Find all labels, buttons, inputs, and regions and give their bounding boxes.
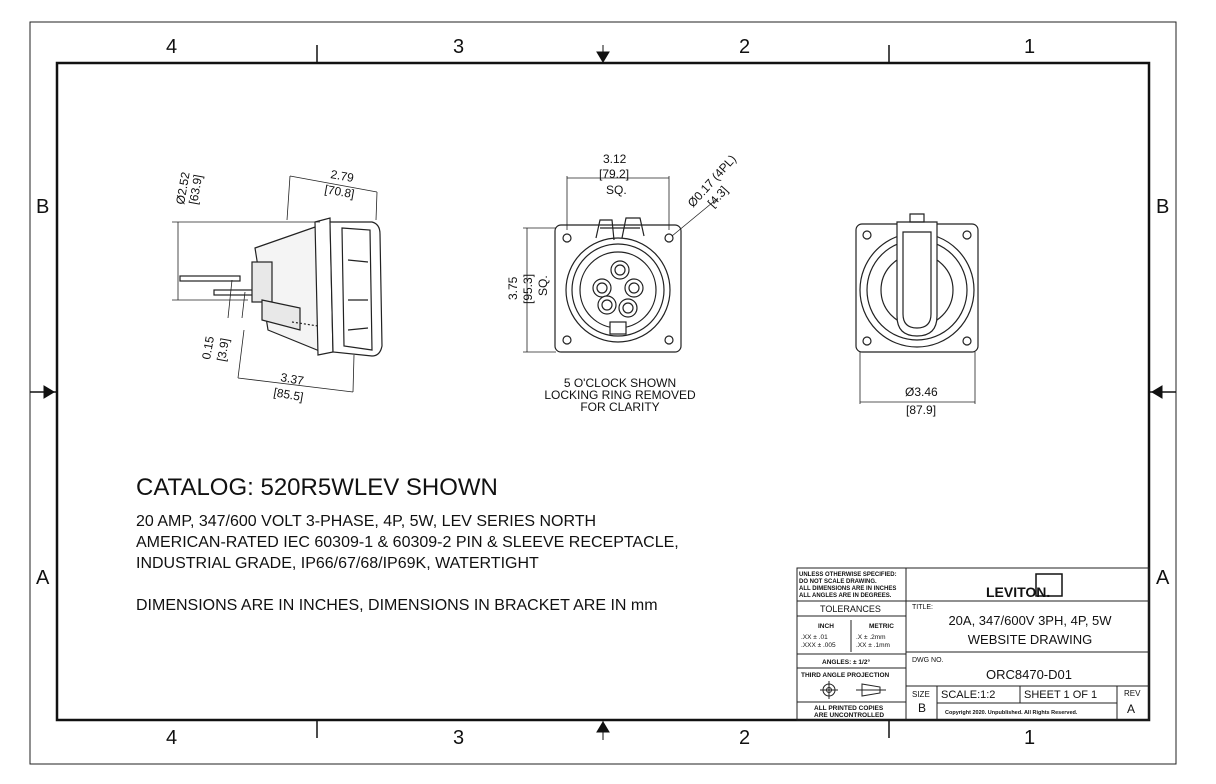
tolerances-heading: TOLERANCES: [820, 604, 881, 614]
zone-col-1-top: 1: [1024, 36, 1035, 58]
zone-row-b-right: B: [1156, 196, 1169, 218]
front-height-label: 3.75: [506, 276, 520, 300]
side-depth-label: 2.79: [329, 167, 355, 185]
pin-sleeves: [592, 260, 644, 318]
metric-heading: METRIC: [869, 623, 894, 630]
zone-col-2-bottom: 2: [739, 727, 750, 749]
drawing-title-line2: WEBSITE DRAWING: [968, 632, 1092, 647]
zone-row-a-left: A: [36, 567, 50, 589]
zone-col-4-top: 4: [166, 36, 177, 58]
description-line2: AMERICAN-RATED IEC 60309-1 & 60309-2 PIN…: [136, 534, 679, 551]
size-label: SIZE: [912, 690, 930, 699]
rear-dia-label: Ø3.46: [905, 385, 938, 399]
zone-col-1-bottom: 1: [1024, 727, 1035, 749]
leviton-logo-box: [1035, 573, 1063, 597]
front-view: [523, 176, 719, 353]
zone-col-2-top: 2: [739, 36, 750, 58]
spec-line4: ALL ANGLES ARE IN DEGREES.: [799, 593, 892, 599]
side-depth-mm-label: [70.8]: [323, 182, 355, 201]
units-note: DIMENSIONS ARE IN INCHES, DIMENSIONS IN …: [136, 597, 658, 614]
zone-row-a-right: A: [1156, 567, 1170, 589]
drawing-number: ORC8470-D01: [986, 667, 1072, 682]
leviton-logo: LEVITON.: [986, 584, 1050, 600]
title-label: TITLE:: [912, 604, 933, 611]
rear-dia-mm-label: [87.9]: [906, 403, 936, 417]
front-height-mm-label: [95.3]: [521, 274, 535, 304]
zone-col-3-top: 3: [453, 36, 464, 58]
printed-copies-line1: ALL PRINTED COPIES: [814, 705, 884, 712]
spec-line3: ALL DIMENSIONS ARE IN INCHES: [799, 586, 896, 592]
printed-copies-line2: ARE UNCONTROLLED: [814, 712, 884, 719]
inch-heading: INCH: [818, 623, 834, 630]
scale-value: SCALE:1:2: [941, 689, 995, 701]
inch-xx: .XX ± .01: [801, 634, 828, 641]
description-line3: INDUSTRIAL GRADE, IP66/67/68/IP69K, WATE…: [136, 555, 539, 572]
front-height-sq-label: SQ.: [536, 275, 550, 296]
rev-label: REV: [1124, 689, 1141, 698]
catalog-heading: CATALOG: 520R5WLEV SHOWN: [136, 474, 498, 501]
side-flange-label: 0.15: [199, 335, 217, 361]
front-width-mm-label: [79.2]: [599, 167, 629, 181]
inch-xxx: .XXX ± .005: [801, 642, 836, 649]
side-dia-label: Ø2.52: [173, 171, 193, 206]
side-flange-mm-label: [3.9]: [214, 337, 232, 362]
sheet-size: B: [918, 701, 926, 715]
third-angle-projection-icon: [820, 681, 886, 699]
front-width-label: 3.12: [603, 152, 627, 166]
front-note-line3: FOR CLARITY: [580, 400, 659, 414]
revision: A: [1127, 702, 1135, 716]
zone-col-4-bottom: 4: [166, 727, 177, 749]
copyright-notice: Copyright 2020. Unpublished. All Rights …: [945, 710, 1078, 716]
drawing-title-line1: 20A, 347/600V 3PH, 4P, 5W: [948, 613, 1112, 628]
side-view: [172, 175, 383, 393]
description-line1: 20 AMP, 347/600 VOLT 3-PHASE, 4P, 5W, LE…: [136, 513, 596, 530]
angles-tolerance: ANGLES: ± 1/2°: [822, 658, 870, 666]
front-width-sq-label: SQ.: [606, 183, 627, 197]
metric-xx: .XX ± .1mm: [856, 642, 890, 649]
sheet-count: SHEET 1 OF 1: [1024, 689, 1097, 701]
title-block: [796, 567, 1150, 721]
spec-line1: UNLESS OTHERWISE SPECIFIED:: [799, 572, 897, 578]
mounting-holes: [562, 233, 674, 345]
side-length-label: 3.37: [279, 370, 305, 388]
zone-col-3-bottom: 3: [453, 727, 464, 749]
metric-x: .X ± .2mm: [856, 634, 886, 641]
side-dia-mm-label: [63.9]: [186, 174, 205, 206]
rear-view: [855, 213, 979, 404]
projection-label: THIRD ANGLE PROJECTION: [801, 672, 890, 679]
dwg-no-label: DWG NO.: [912, 657, 944, 664]
center-arrows: [43, 45, 1163, 740]
outer-border: [29, 21, 1177, 765]
zone-row-b-left: B: [36, 196, 49, 218]
side-length-mm-label: [85.5]: [272, 385, 304, 404]
spec-line2: DO NOT SCALE DRAWING.: [799, 579, 877, 585]
front-note-line2: LOCKING RING REMOVED: [544, 388, 696, 402]
front-note-line1: 5 O'CLOCK SHOWN: [564, 376, 676, 390]
